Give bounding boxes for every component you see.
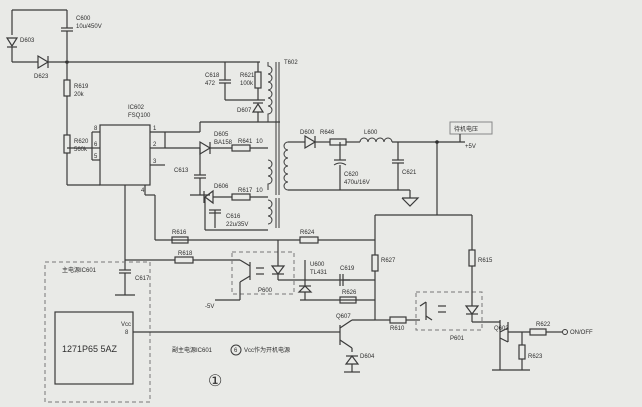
minus5v-label: -5V [205,304,214,310]
c620-label: C620 [344,172,359,178]
c618-value: 472 [205,81,216,87]
u600-value: TL431 [310,270,328,276]
r623-label: R623 [528,354,543,360]
c616-label: C616 [226,214,241,220]
feedback-left [115,185,240,296]
d606-r617-c616 [155,189,270,241]
q603-label: Q603 [494,326,509,332]
ic602-value: FSQ100 [128,113,151,119]
main-supply-region [44,261,210,403]
c616-value: 22u/35V [226,222,248,228]
p600-label: P600 [258,288,273,294]
c600-label: C600 [76,16,91,22]
c621-label: C621 [402,170,417,176]
pin4-label: 4 [141,188,145,194]
t602-label: T602 [284,60,298,66]
r646-label: R646 [320,130,335,136]
ic602-label: IC602 [128,105,145,111]
r615-label: R615 [478,258,493,264]
r624-label: R624 [300,230,315,236]
bottom-note-circle: 6 [234,348,238,354]
r610-label: R610 [390,326,405,332]
r616-label: R616 [172,230,187,236]
c620-value: 470u/16V [344,180,370,186]
r627-label: R627 [381,258,396,264]
pin2-label: 2 [153,142,157,148]
pin6-label: 6 [94,142,98,148]
vcc-label: Vcc [121,322,131,328]
d600-label: D600 [300,130,315,136]
note-circle-marker [230,344,242,356]
d607-label: D607 [237,108,252,114]
r620-value: 560k [74,147,88,153]
standby-voltage-label: 待机电压 [454,125,478,133]
r621-value: 100k [240,81,254,87]
c600-value: 10u/450V [76,24,102,30]
q607-label: Q607 [336,314,351,320]
d605-label: D605 [214,132,229,138]
r626-label: R626 [342,290,357,296]
p600-optocoupler [215,240,305,301]
d604-label: D604 [360,354,375,360]
pin8-label: 8 [94,126,98,132]
r641-label: R641 [238,139,253,145]
d605-r641-path [165,140,268,196]
d623-label: D623 [34,74,49,80]
startup-control [210,290,568,373]
p601-label: P601 [450,336,465,342]
r621-label: R621 [240,73,255,79]
feedback-network [270,214,476,304]
pin5-label: 5 [94,154,98,160]
bottom-note-b: Vcc作为开机电源 [244,346,290,354]
r620-label: R620 [74,139,89,145]
ic601-pin-label: 8 [125,330,129,336]
l600-label: L600 [364,130,378,136]
t602-transformer [267,62,289,228]
d605-value: BA158 [214,140,233,146]
hv-input-section [5,9,260,70]
r622-label: R622 [536,322,551,328]
u600-label: U600 [310,262,325,268]
figure-number: ① [208,373,222,390]
on-off-label: ON/OFF [570,330,593,336]
bottom-note-a: 副主电源IC601 [172,346,213,354]
ic601-label: 1271P65 5AZ [62,344,118,354]
c613-label: C613 [174,168,189,174]
r620-resistor [63,134,100,186]
r619-label: R619 [74,84,89,90]
pin3-label: 3 [153,159,157,165]
d603-label: D603 [20,38,35,44]
d606-label: D606 [214,184,229,190]
pin1-label: 1 [153,126,157,132]
r619-resistor [63,62,71,135]
standby-voltage-box [449,121,493,142]
r619-value: 20k [74,92,85,98]
c618-label: C618 [205,73,220,79]
secondary-output [288,134,465,215]
c617-label: C617 [135,276,150,282]
c619-label: C619 [340,266,355,272]
plus5v-label: +5V [465,144,476,150]
r618-label: R618 [178,251,193,257]
r617-value: 10 [256,188,263,194]
r641-value: 10 [256,139,263,145]
r617-label: R617 [238,188,253,194]
main-supply-label: 主电源IC601 [62,266,97,274]
